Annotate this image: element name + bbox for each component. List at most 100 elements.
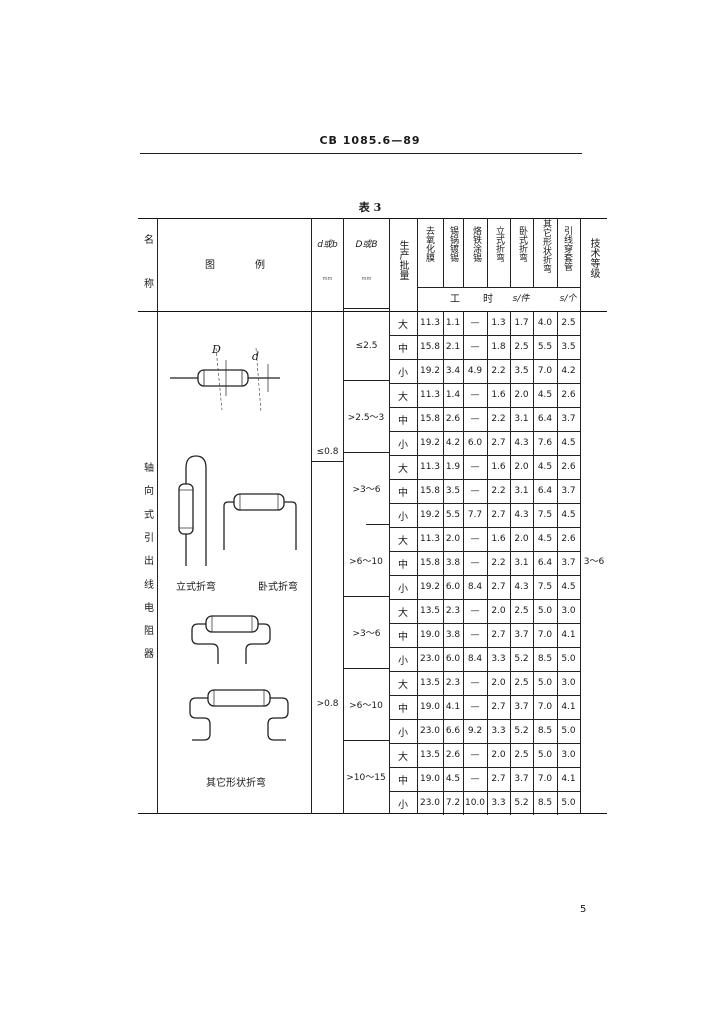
time-cell: 1.1 — [445, 318, 461, 328]
time-cell: 6.0 — [445, 654, 461, 664]
batch-cell: 大 — [398, 751, 408, 763]
row-divider — [389, 383, 580, 384]
cell-divider — [487, 743, 488, 767]
other-bend-figure-1 — [191, 615, 271, 664]
op-header-6: 其它形状折弯 — [541, 219, 551, 273]
time-cell: 3.0 — [561, 606, 576, 616]
cell-divider — [487, 767, 488, 791]
time-cell: — — [470, 558, 480, 568]
time-cell: 5.0 — [561, 798, 576, 808]
cell-divider — [487, 431, 488, 455]
cell-divider — [557, 551, 558, 575]
cell-divider — [510, 503, 511, 527]
time-cell: 4.5 — [537, 462, 553, 472]
body-group-7: >10～15 — [346, 772, 386, 783]
body-divider-4 — [343, 596, 390, 597]
time-cell: 19.2 — [419, 438, 441, 448]
cell-divider — [487, 503, 488, 527]
divider-h2 — [463, 218, 464, 287]
row-divider — [389, 455, 580, 456]
time-cell: 4.5 — [537, 390, 553, 400]
cell-divider — [557, 623, 558, 647]
body-group-2: >2.5～3 — [347, 412, 385, 423]
time-cell: 2.6 — [561, 462, 576, 472]
cell-divider — [557, 647, 558, 671]
time-cell: 15.8 — [419, 558, 441, 568]
time-cell: 8.5 — [537, 726, 553, 736]
row-divider — [389, 791, 580, 792]
time-cell: 4.2 — [561, 366, 576, 376]
time-cell: 7.0 — [537, 366, 553, 376]
time-cell: 8.5 — [537, 798, 553, 808]
cell-divider — [487, 407, 488, 431]
time-cell: 15.8 — [419, 486, 441, 496]
body-group-3: >3～6 — [352, 484, 381, 495]
time-cell: 11.3 — [419, 534, 441, 544]
body-group-1: ≤2.5 — [355, 341, 378, 351]
cell-divider — [443, 527, 444, 551]
cell-divider — [463, 479, 464, 503]
cell-divider — [463, 383, 464, 407]
cell-divider — [487, 383, 488, 407]
time-cell: 2.1 — [445, 342, 461, 352]
cell-divider — [443, 503, 444, 527]
time-cell: 11.3 — [419, 462, 441, 472]
time-cell: 3.7 — [514, 774, 529, 784]
header-body-dia: D或B — [355, 239, 378, 250]
header-name-top: 名 — [144, 235, 154, 246]
time-cell: 2.3 — [445, 606, 461, 616]
row-divider — [389, 359, 580, 360]
time-cell: 5.5 — [537, 342, 553, 352]
time-cell: 2.5 — [514, 342, 529, 352]
cell-divider — [463, 599, 464, 623]
cell-divider — [463, 359, 464, 383]
batch-cell: 大 — [398, 607, 408, 619]
lead-group-small: ≤0.8 — [316, 447, 339, 457]
row-divider — [389, 599, 580, 600]
header-lead-unit: mm — [322, 276, 333, 282]
time-cell: 2.5 — [514, 606, 529, 616]
header-body-unit: mm — [361, 276, 372, 282]
time-cell: 5.2 — [514, 654, 529, 664]
time-cell: 19.2 — [419, 510, 441, 520]
time-cell: 2.0 — [445, 534, 461, 544]
time-cell: 19.0 — [419, 702, 441, 712]
row-divider — [389, 407, 580, 408]
category-char: 阻 — [144, 626, 154, 638]
category-char: 轴 — [144, 463, 154, 474]
time-cell: 2.5 — [514, 750, 529, 760]
time-cell: 11.3 — [419, 318, 441, 328]
time-cell: 13.5 — [419, 606, 441, 616]
time-cell: 1.6 — [491, 390, 506, 400]
time-cell: 15.8 — [419, 414, 441, 424]
time-cell: — — [470, 486, 480, 496]
cell-divider — [557, 671, 558, 695]
row-divider — [389, 527, 580, 528]
op-header-2: 锡锅镀锡 — [448, 226, 458, 262]
cell-divider — [487, 647, 488, 671]
cell-divider — [443, 719, 444, 743]
category-char: 引 — [144, 532, 154, 544]
body-divider-2 — [343, 452, 390, 453]
row-divider — [389, 551, 580, 552]
time-cell: 19.0 — [419, 630, 441, 640]
time-cell: 2.7 — [491, 582, 506, 592]
cell-divider — [533, 791, 534, 815]
cell-divider — [533, 671, 534, 695]
cell-divider — [533, 743, 534, 767]
cell-divider — [487, 527, 488, 551]
cell-divider — [557, 503, 558, 527]
cell-divider — [443, 791, 444, 815]
time-cell: 19.0 — [419, 774, 441, 784]
category-char: 器 — [144, 649, 154, 661]
time-cell: 3.5 — [445, 486, 461, 496]
time-cell: 23.0 — [419, 654, 441, 664]
time-cell: 1.6 — [491, 534, 506, 544]
batch-cell: 小 — [398, 511, 408, 523]
time-cell: 1.7 — [514, 318, 529, 328]
batch-cell: 中 — [398, 487, 408, 499]
time-cell: 2.5 — [561, 318, 576, 328]
cell-divider — [487, 599, 488, 623]
time-cell: 4.3 — [514, 582, 529, 592]
batch-cell: 中 — [398, 703, 408, 715]
